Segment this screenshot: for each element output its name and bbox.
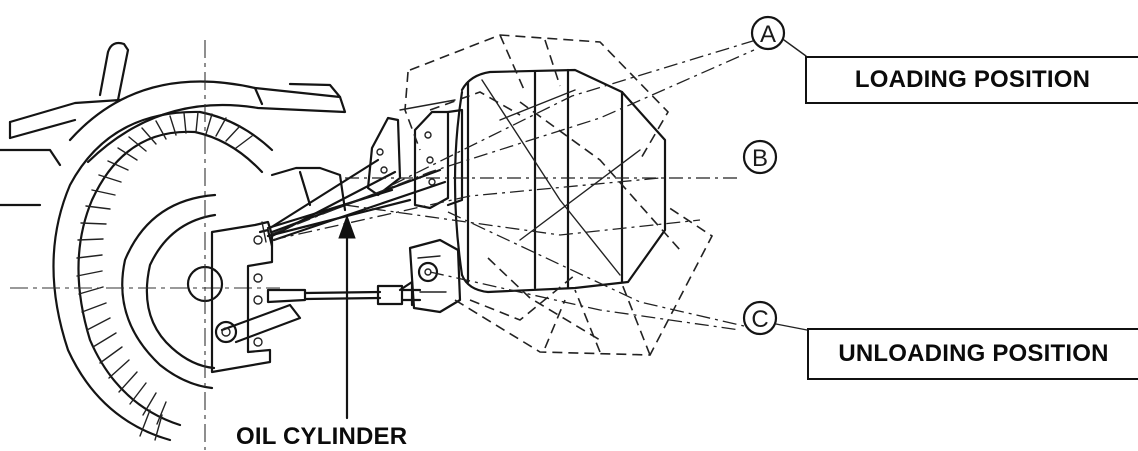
marker-c-letter: C (751, 306, 768, 333)
tire (52, 110, 274, 442)
line-c (429, 271, 741, 331)
marker-a: A (750, 15, 807, 57)
loading-position-box: LOADING POSITION (805, 56, 1138, 104)
unloading-position-label: UNLOADING POSITION (838, 340, 1109, 367)
lower-link (214, 284, 422, 344)
unloading-position-box: UNLOADING POSITION (807, 328, 1138, 380)
tractor-frame (0, 41, 130, 207)
marker-a-letter: A (760, 21, 776, 48)
oil-cylinder-arrow (338, 214, 356, 420)
fender (68, 80, 347, 164)
marker-b-letter: B (752, 145, 768, 172)
mounting-bracket (210, 220, 274, 374)
pivot-assembly (398, 238, 462, 314)
tractor-rear (270, 166, 347, 212)
marker-b: B (742, 139, 778, 175)
mixer-drum-dashed (404, 34, 714, 356)
position-reference-lines (271, 39, 757, 331)
wheel-rim (10, 40, 280, 450)
mixer-drum-solid (399, 68, 667, 294)
line-a (391, 39, 757, 186)
loading-position-label: LOADING POSITION (854, 66, 1091, 93)
oil-cylinder-label: OIL CYLINDER (236, 423, 408, 450)
marker-c: C (742, 300, 808, 336)
